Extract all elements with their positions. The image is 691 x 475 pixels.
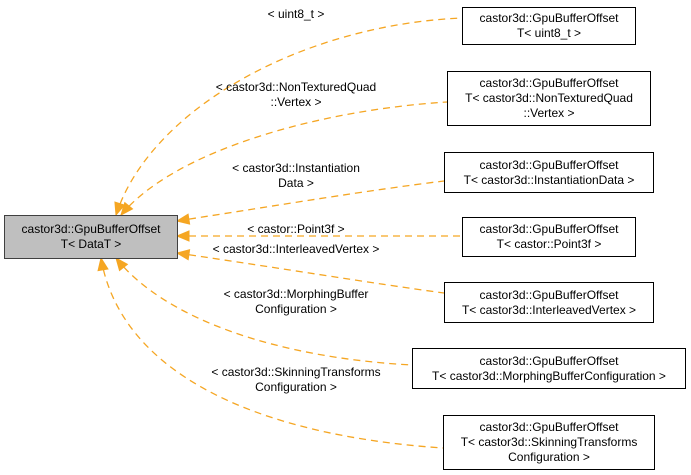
node-line: T< castor3d::NonTexturedQuad [465,91,633,105]
node-uint8[interactable]: castor3d::GpuBufferOffset T< uint8_t > [462,7,636,45]
node-line: T< uint8_t > [516,26,582,40]
node-skinningtransforms-configuration[interactable]: castor3d::GpuBufferOffset T< castor3d::S… [443,415,655,470]
edge-label-line: Configuration > [255,380,337,394]
edge-label-line: ::Vertex > [270,95,322,109]
edge-label-uint8: < uint8_t > [268,7,325,22]
edge-label-line: < castor3d::Instantiation [232,161,360,175]
node-line: Configuration > [508,450,590,464]
node-interleavedvertex[interactable]: castor3d::GpuBufferOffset T< castor3d::I… [444,282,654,323]
edge-label-line: Data > [278,176,314,190]
node-line: T< castor3d::SkinningTransforms [460,435,638,449]
node-line: castor3d::GpuBufferOffset [479,420,619,434]
edge-instantiationdata [177,180,445,221]
edge-label-line: < castor3d::InterleavedVertex > [212,242,380,256]
base-class-name: castor3d::GpuBufferOffset [21,222,161,236]
edge-label-interleavedvertex: < castor3d::InterleavedVertex > [213,242,380,257]
edge-label-morphingbufferconfiguration: < castor3d::MorphingBuffer Configuration… [224,287,369,317]
node-line: castor3d::GpuBufferOffset [479,222,619,236]
node-line: castor3d::GpuBufferOffset [479,353,619,368]
node-line: castor3d::GpuBufferOffset [479,76,619,90]
node-instantiationdata[interactable]: castor3d::GpuBufferOffset T< castor3d::I… [444,152,654,193]
node-line: castor3d::GpuBufferOffset [479,11,619,25]
edge-label-line: < uint8_t > [267,7,325,21]
node-line: T< castor3d::MorphingBufferConfiguration… [432,368,666,383]
edge-label-nontexturedquad-vertex: < castor3d::NonTexturedQuad ::Vertex > [216,80,376,110]
node-point3f[interactable]: castor3d::GpuBufferOffset T< castor::Poi… [462,217,636,257]
edge-label-skinningtransforms-configuration: < castor3d::SkinningTransforms Configura… [211,365,380,395]
node-morphingbufferconfiguration[interactable]: castor3d::GpuBufferOffset T< castor3d::M… [412,348,686,389]
edge-nontexturedquad-vertex [121,101,448,215]
edge-label-line: < castor3d::NonTexturedQuad [215,80,377,94]
node-line: castor3d::GpuBufferOffset [479,157,619,172]
edge-label-line: Configuration > [255,302,337,316]
edge-label-line: < castor3d::MorphingBuffer [223,287,369,301]
node-line: T< castor3d::InstantiationData > [463,172,635,187]
node-line: ::Vertex > [523,106,575,120]
base-class-template: T< DataT > [60,237,122,251]
edge-label-point3f: < castor::Point3f > [247,222,344,237]
node-line: T< castor::Point3f > [496,237,602,251]
edge-uint8 [116,17,463,215]
edge-label-line: < castor3d::SkinningTransforms [211,365,381,379]
node-nontexturedquad-vertex[interactable]: castor3d::GpuBufferOffset T< castor3d::N… [447,71,651,126]
edge-label-line: < castor::Point3f > [247,222,345,236]
node-line: T< castor3d::InterleavedVertex > [461,302,637,317]
node-line: castor3d::GpuBufferOffset [479,287,619,302]
base-class-node: castor3d::GpuBufferOffset T< DataT > [4,215,178,259]
edge-interleavedvertex [177,253,445,294]
edge-label-instantiationdata: < castor3d::Instantiation Data > [232,161,360,191]
